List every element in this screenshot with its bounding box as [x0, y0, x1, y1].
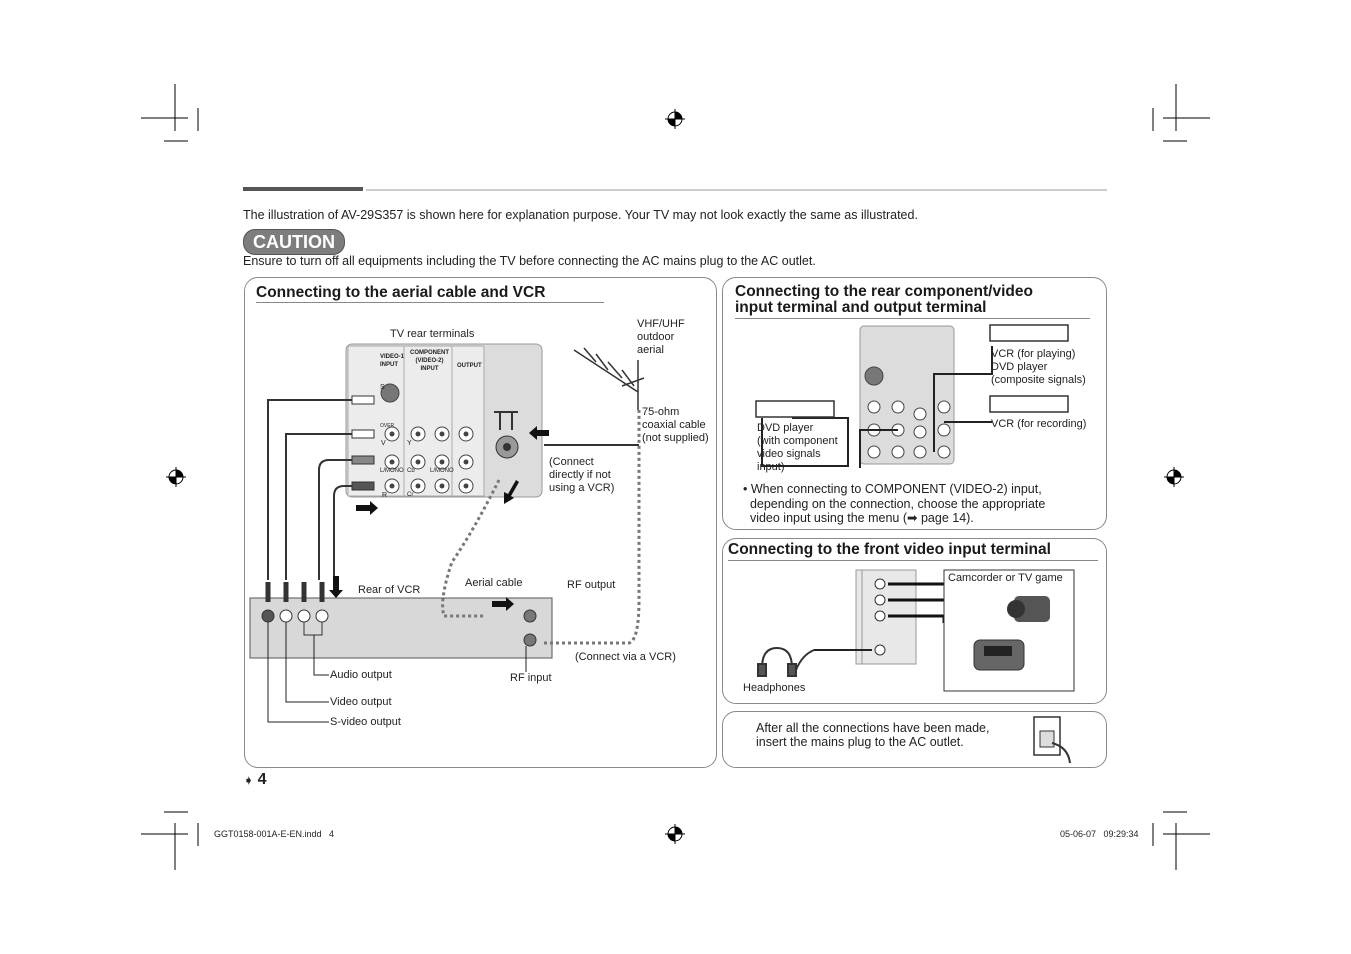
note-line3-pre: video input using the menu ( [749, 511, 907, 525]
cb-label: Cb [407, 468, 415, 474]
output-label: OUTPUT [457, 363, 482, 369]
vcr-recording-label: VCR (for recording) [991, 418, 1087, 430]
video-output-label: Video output [330, 696, 392, 708]
mains-line1: After all the connections have been made… [756, 721, 990, 735]
dvd-line2: (with component [757, 435, 838, 447]
page-number: ➧ 4 [244, 771, 267, 790]
rear-of-vcr-label: Rear of VCR [358, 584, 421, 596]
note-line1: When connecting to COMPONENT (VIDEO-2) i… [750, 482, 1042, 496]
component-line1: COMPONENT [410, 350, 449, 356]
vcr-playing-line3: (composite signals) [991, 374, 1086, 386]
headphones-icon [757, 646, 815, 677]
component-line3: INPUT [420, 366, 439, 372]
vcr-playing-label: VCR (for playing)DVD player(composite si… [991, 348, 1086, 387]
aerial-vcr-title: Connecting to the aerial cable and VCR [256, 284, 546, 301]
arrow-right-icon: ➡ [907, 511, 918, 525]
camcorder-label: Camcorder or TV game [948, 572, 1063, 584]
component-title-line2: input terminal and output terminal [735, 299, 987, 316]
audio-output-label: Audio output [330, 669, 392, 681]
footer-timestamp: 05-06-07 09:29:34 [1060, 829, 1139, 839]
r-label: R [382, 492, 388, 499]
aerial-vcr-diagram [249, 343, 645, 723]
page-arrow-icon: ➧ [244, 775, 254, 787]
v-label: V [381, 440, 386, 447]
aerial-label-line1: VHF/UHF [637, 318, 685, 330]
video1-line2: INPUT [380, 362, 398, 368]
y-label: Y [407, 440, 412, 447]
svideo-output-label: S-video output [330, 716, 401, 728]
page-number-value: 4 [257, 771, 267, 788]
component-line2: (VIDEO-2) [415, 358, 444, 364]
caution-text: Ensure to turn off all equipments includ… [243, 254, 816, 268]
direct-line3: using a VCR) [549, 482, 615, 494]
vcr-playing-line1: VCR (for playing) [991, 348, 1076, 360]
mains-text: After all the connections have been made… [756, 721, 989, 749]
camcorder-icon [1007, 596, 1050, 622]
note-line2: depending on the connection, choose the … [749, 496, 1046, 511]
dvd-line3: video signals [757, 448, 821, 460]
component-note: • When connecting to COMPONENT (VIDEO-2)… [743, 482, 1046, 525]
direct-line2: directly if not [549, 469, 611, 481]
video1-line1: VIDEO-1 [380, 354, 405, 360]
aerial-label-line3: aerial [637, 344, 664, 356]
caution-badge: CAUTION [243, 229, 345, 255]
s-label: S [380, 384, 385, 391]
l-mono-label: L/MONO [380, 468, 404, 474]
front-diagram [757, 569, 1075, 692]
direct-line1: (Connect [549, 456, 594, 468]
l-mono-label-2: L/MONO [430, 468, 454, 474]
component-label: COMPONENT (VIDEO-2) INPUT [410, 349, 449, 373]
headphones-label: Headphones [743, 682, 806, 694]
rf-output-label: RF output [567, 579, 616, 591]
cr-label: Cr [407, 492, 414, 498]
front-title: Connecting to the front video input term… [728, 541, 1051, 558]
aerial-label-line2: outdoor [637, 331, 675, 343]
ac-outlet-icon [1033, 716, 1071, 764]
coax-line2: coaxial cable [642, 419, 706, 431]
rf-input-label: RF input [510, 672, 552, 684]
vcr-devices [755, 324, 1069, 418]
connect-via-vcr-label: (Connect via a VCR) [575, 651, 676, 663]
game-console-icon [973, 639, 1025, 671]
dvd-line1: DVD player [757, 422, 814, 434]
intro-text: The illustration of AV-29S357 is shown h… [243, 208, 918, 222]
coax-line1: 75-ohm [642, 406, 680, 418]
vcr-rear [249, 597, 553, 659]
note-line3-post: page 14). [917, 511, 974, 525]
over-label: OVER [380, 423, 395, 429]
tv-rear-terminals-label: TV rear terminals [390, 328, 475, 340]
vcr-playing-line2: DVD player [991, 361, 1048, 373]
coax-line3: (not supplied) [642, 432, 709, 444]
component-diagram [755, 324, 1069, 468]
dvd-line4: input) [757, 461, 785, 473]
aerial-cable-label: Aerial cable [465, 577, 523, 589]
footer-file: GGT0158-001A-E-EN.indd 4 [214, 829, 335, 839]
mains-line2: insert the mains plug to the AC outlet. [756, 735, 964, 749]
component-title-line1: Connecting to the rear component/video [735, 283, 1033, 300]
